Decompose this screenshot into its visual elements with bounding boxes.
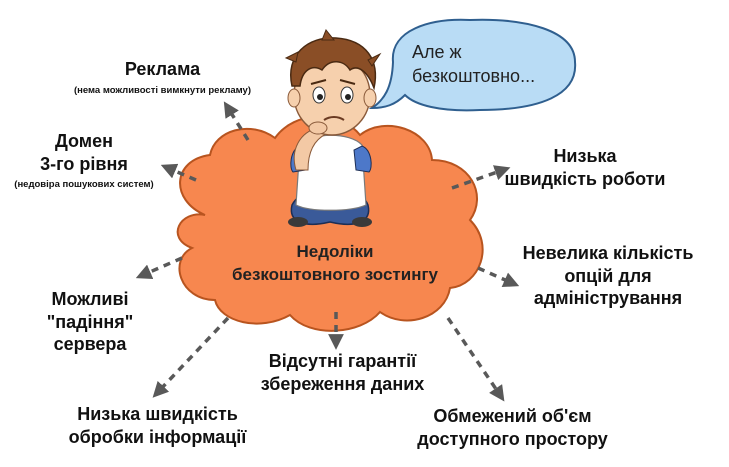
item-speed-line2: швидкість роботи bbox=[504, 168, 666, 189]
item-processing: Низька швидкість обробки інформації bbox=[55, 403, 260, 448]
sad-boy-illustration bbox=[284, 29, 382, 227]
item-guarantees-line1: Відсутні гарантії bbox=[268, 351, 417, 371]
item-domain-line2: 3-го рівня bbox=[40, 153, 128, 174]
speech-bubble-line1: Але ж bbox=[412, 42, 462, 62]
arrows bbox=[135, 101, 520, 402]
item-crash: Можливі "падіння" сервера bbox=[30, 288, 150, 356]
item-options: Невелика кількість опцій для адмініструв… bbox=[508, 242, 708, 310]
item-domain-note: (недовіра пошукових систем) bbox=[14, 179, 154, 190]
item-ads-note: (нема можливості вимкнути рекламу) bbox=[73, 84, 252, 96]
arrow-domain bbox=[160, 163, 197, 182]
item-domain-line1: Домен bbox=[55, 131, 113, 151]
center-label: Недоліки безкоштовного зостингу bbox=[215, 241, 455, 287]
speech-bubble-text: Але ж безкоштовно... bbox=[412, 40, 572, 89]
center-label-line2: безкоштовного зостингу bbox=[231, 264, 439, 284]
item-guarantees-line2: збереження даних bbox=[260, 373, 425, 394]
item-guarantees: Відсутні гарантії збереження даних bbox=[250, 350, 435, 395]
arrow-speed bbox=[451, 165, 511, 190]
item-speed-line1: Низька bbox=[553, 146, 617, 166]
item-space-line2: доступного простору bbox=[417, 428, 608, 449]
item-space-line1: Обмежений об'єм bbox=[433, 406, 592, 426]
item-crash-line2: "падіння" bbox=[46, 311, 134, 332]
item-ads-title: Реклама bbox=[124, 59, 201, 79]
item-options-line3: адміністрування bbox=[533, 288, 683, 308]
item-space: Обмежений об'єм доступного простору bbox=[405, 405, 620, 450]
speech-bubble bbox=[368, 18, 577, 112]
item-speed: Низька швидкість роботи bbox=[500, 145, 670, 190]
arrow-space bbox=[446, 317, 505, 402]
item-crash-line1: Можливі bbox=[51, 289, 129, 309]
item-options-line2: опцій для bbox=[564, 265, 652, 286]
arrow-options bbox=[477, 266, 520, 288]
item-ads: Реклама (нема можливості вимкнути реклам… bbox=[40, 58, 285, 96]
arrow-processing bbox=[152, 316, 230, 398]
item-options-line1: Невелика кількість bbox=[522, 243, 694, 263]
center-cloud bbox=[176, 115, 484, 332]
center-label-line1: Недоліки bbox=[296, 242, 374, 261]
item-domain: Домен 3-го рівня (недовіра пошукових сис… bbox=[0, 130, 168, 191]
arrow-ads bbox=[223, 101, 250, 141]
speech-bubble-line2: безкоштовно... bbox=[412, 66, 536, 87]
arrow-crash bbox=[135, 256, 183, 280]
item-crash-line3: сервера bbox=[53, 334, 127, 354]
item-processing-line1: Низька швидкість bbox=[77, 404, 238, 424]
item-processing-line2: обробки інформації bbox=[68, 426, 247, 447]
